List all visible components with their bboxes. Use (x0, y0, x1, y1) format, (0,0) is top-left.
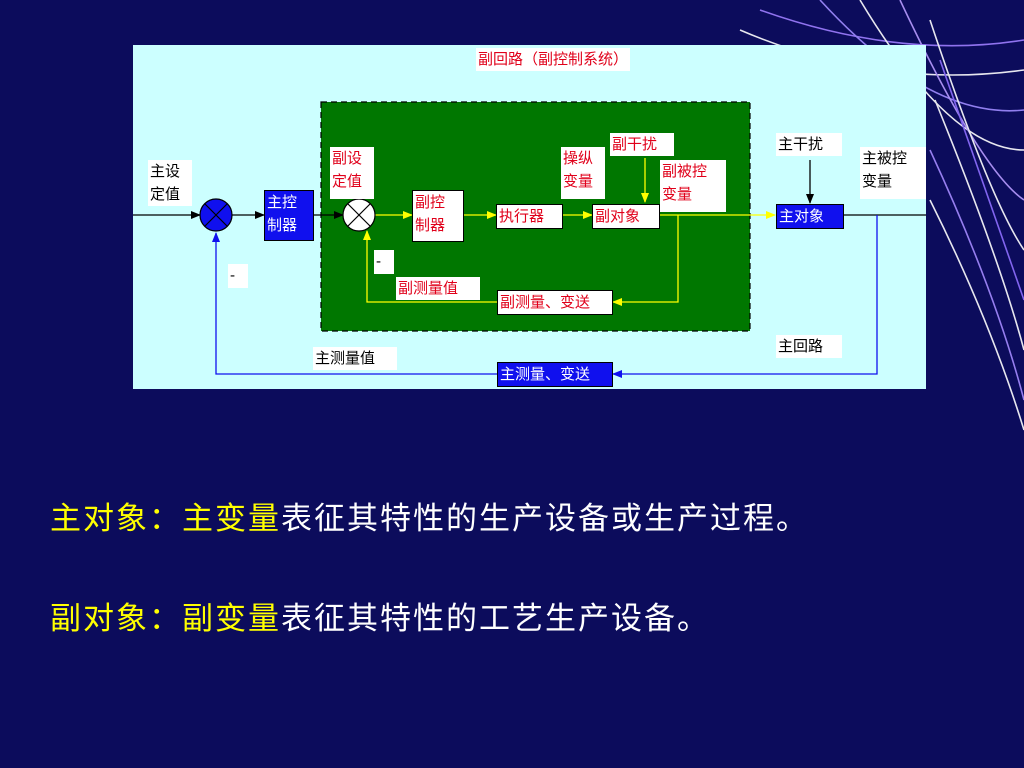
signal-line (612, 215, 878, 378)
main-object-block: 主对象 (776, 204, 844, 229)
sub-setpoint-label: 副设 定值 (330, 147, 374, 199)
sub-object-block: 副对象 (592, 204, 660, 229)
caption-highlight: 副对象：副变量 (50, 601, 281, 637)
main-summing-junction (199, 198, 233, 232)
caption-text: 表征其特性的生产设备或生产过程。 (281, 501, 809, 537)
main-measured-value-label: 主测量值 (313, 347, 397, 370)
sub-disturbance-label: 副干扰 (610, 133, 674, 156)
main-setpoint-label: 主设 定值 (148, 160, 192, 206)
main-controlled-variable-label: 主被控 变量 (860, 147, 926, 199)
caption-line: 主对象：主变量表征其特性的生产设备或生产过程。 (50, 493, 1010, 537)
main-loop-label: 主回路 (776, 335, 842, 358)
manipulated-variable-label: 操纵 变量 (561, 147, 605, 199)
sub-controller-block: 副控 制器 (412, 190, 464, 242)
main-minus-sign: - (228, 264, 248, 288)
main-controller-block: 主控 制器 (264, 190, 314, 241)
caption-line: 副对象：副变量表征其特性的工艺生产设备。 (50, 593, 1010, 637)
signal-line (612, 215, 679, 306)
sub-minus-sign: - (374, 250, 394, 274)
caption-line-inner: 主对象：主变量表征其特性的生产设备或生产过程。 (50, 493, 809, 538)
caption-text: 表征其特性的工艺生产设备。 (281, 601, 710, 637)
caption-highlight: 主对象：主变量 (50, 501, 281, 537)
main-disturbance-label: 主干扰 (776, 133, 842, 156)
sub-summing-junction (342, 198, 376, 232)
actuator-block: 执行器 (496, 204, 563, 229)
sub-measured-value-label: 副测量值 (396, 277, 480, 300)
main-transmitter-block: 主测量、变送 (497, 362, 613, 387)
signal-line (212, 232, 497, 375)
sub-loop-title: 副回路（副控制系统） (476, 48, 631, 71)
signal-line (363, 230, 497, 303)
sub-controlled-variable-label: 副被控 变量 (660, 160, 726, 212)
caption-line-inner: 副对象：副变量表征其特性的工艺生产设备。 (50, 593, 710, 638)
sub-transmitter-block: 副测量、变送 (497, 290, 613, 315)
